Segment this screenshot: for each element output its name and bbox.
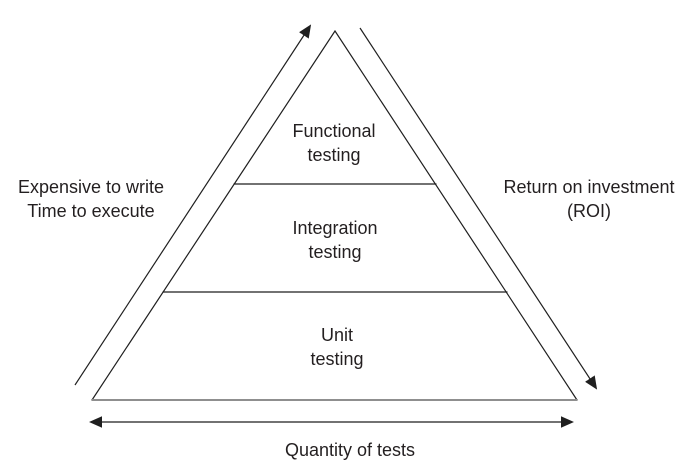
quantity-axis-label: Quantity of tests <box>285 440 415 460</box>
level-label-functional-line2: testing <box>307 145 360 165</box>
level-label-integration-line1: Integration <box>292 218 377 238</box>
left-annotation-line1: Expensive to write <box>18 177 164 197</box>
right-annotation-line2: (ROI) <box>567 201 611 221</box>
roi-down-arrow <box>359 27 598 390</box>
level-label-functional-line1: Functional <box>292 121 375 141</box>
cost-up-arrow <box>74 24 312 386</box>
level-label-unit-line1: Unit <box>321 325 353 345</box>
pyramid-outline <box>91 29 578 401</box>
level-label-unit-line2: testing <box>310 349 363 369</box>
level-label-integration-line2: testing <box>308 242 361 262</box>
right-annotation-line1: Return on investment <box>503 177 674 197</box>
left-annotation-line2: Time to execute <box>27 201 154 221</box>
